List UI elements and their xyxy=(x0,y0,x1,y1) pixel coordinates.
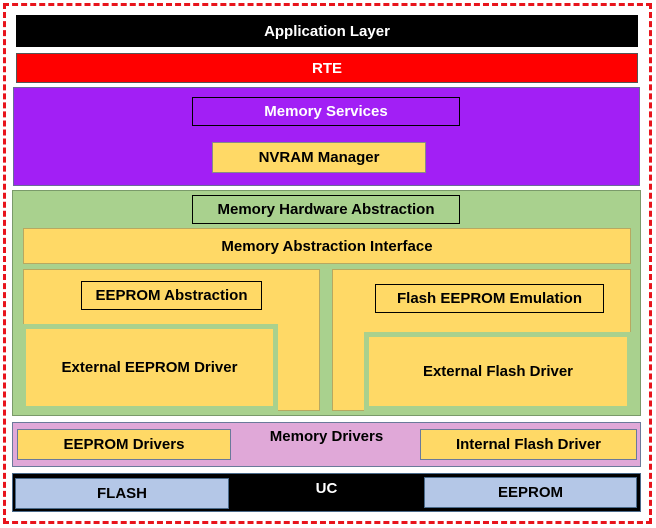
memory-drivers-title: Memory Drivers xyxy=(269,428,384,445)
uc-title: UC xyxy=(315,480,338,497)
memory-services-title: Memory Services xyxy=(192,97,460,126)
external-eeprom-driver: External EEPROM Driver xyxy=(21,324,278,411)
dashed-border xyxy=(3,3,652,524)
memory-hw-abstraction-title: Memory Hardware Abstraction xyxy=(192,195,460,224)
memory-abstraction-interface: Memory Abstraction Interface xyxy=(23,228,631,264)
flash-memory: FLASH xyxy=(15,478,229,509)
nvram-manager: NVRAM Manager xyxy=(212,142,426,173)
rte-layer: RTE xyxy=(16,53,638,83)
eeprom-drivers: EEPROM Drivers xyxy=(17,429,231,460)
eeprom-abstraction: EEPROM Abstraction xyxy=(81,281,262,310)
application-layer: Application Layer xyxy=(16,15,638,47)
flash-eeprom-emulation: Flash EEPROM Emulation xyxy=(375,284,604,313)
internal-flash-driver: Internal Flash Driver xyxy=(420,429,637,460)
eeprom-memory: EEPROM xyxy=(424,477,637,508)
external-flash-driver: External Flash Driver xyxy=(364,332,632,411)
